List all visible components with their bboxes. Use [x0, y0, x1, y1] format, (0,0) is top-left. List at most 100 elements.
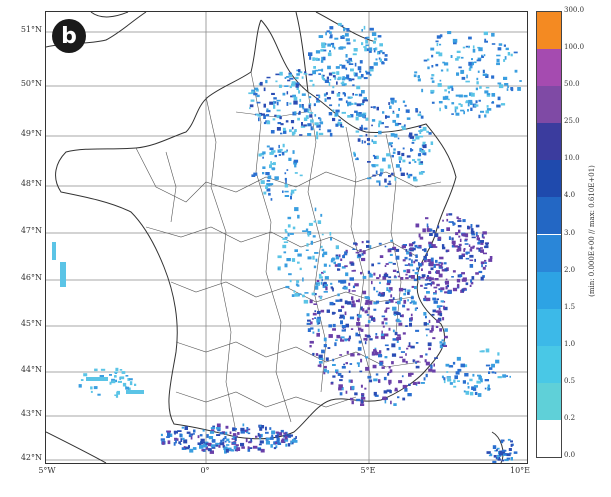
precipitation-cell: [476, 59, 481, 62]
precipitation-cell: [434, 357, 438, 359]
precipitation-cell: [329, 31, 332, 34]
precipitation-cell: [78, 384, 82, 388]
precipitation-cell: [222, 445, 225, 448]
precipitation-cell: [450, 365, 452, 368]
precipitation-cell: [263, 103, 266, 108]
precipitation-cell: [323, 56, 326, 61]
precipitation-cell: [435, 63, 439, 67]
precipitation-cell: [429, 246, 433, 248]
precipitation-cell: [409, 254, 413, 257]
precipitation-cell: [266, 120, 271, 125]
precipitation-cell: [389, 253, 393, 256]
precipitation-cell: [303, 73, 308, 75]
precipitation-cell: [426, 291, 430, 294]
precipitation-cell: [478, 114, 481, 119]
precipitation-cell: [412, 242, 415, 245]
precipitation-cell: [265, 431, 269, 434]
precipitation-cell: [281, 438, 287, 441]
precipitation-cell: [309, 345, 312, 348]
precipitation-cell: [189, 448, 194, 453]
precipitation-cell: [507, 85, 509, 88]
precipitation-cell: [298, 69, 301, 72]
precipitation-cell: [434, 233, 439, 238]
precipitation-cell: [330, 282, 333, 285]
precipitation-cell: [388, 276, 392, 279]
precipitation-cell: [279, 71, 283, 76]
precipitation-cell: [313, 265, 317, 269]
precipitation-cell: [249, 104, 254, 108]
precipitation-cell: [514, 69, 518, 73]
precipitation-cell: [266, 108, 269, 111]
precipitation-cell: [440, 229, 445, 232]
colorbar-tick-label: 300.0: [564, 6, 585, 14]
precipitation-cell: [174, 437, 178, 440]
precipitation-cell: [223, 446, 228, 451]
precipitation-cell: [379, 281, 381, 284]
precipitation-cell: [234, 437, 237, 441]
precipitation-cell: [385, 308, 388, 311]
precipitation-cell: [455, 58, 459, 61]
precipitation-cell: [260, 448, 265, 453]
precipitation-cell: [392, 306, 397, 311]
precipitation-cell: [378, 57, 381, 60]
precipitation-cell: [345, 67, 348, 71]
precipitation-cell: [363, 337, 368, 341]
precipitation-cell: [422, 142, 426, 145]
precipitation-cell: [269, 427, 272, 430]
precipitation-cell: [270, 198, 273, 201]
precipitation-cell: [426, 275, 429, 277]
precipitation-cell: [315, 50, 321, 54]
precipitation-cell: [283, 251, 287, 254]
precipitation-cell: [365, 356, 369, 359]
precipitation-cell: [469, 284, 472, 287]
precipitation-cell: [323, 368, 327, 373]
precipitation-cell: [278, 154, 281, 156]
precipitation-cell: [272, 118, 276, 121]
precipitation-cell: [414, 161, 417, 163]
precipitation-cell: [388, 379, 392, 384]
precipitation-cell: [468, 36, 472, 40]
precipitation-cell: [377, 51, 381, 55]
precipitation-cell: [303, 108, 308, 113]
precipitation-cell: [470, 92, 475, 97]
precipitation-cell: [408, 243, 414, 247]
precipitation-cell: [411, 285, 415, 288]
precipitation-cell: [258, 443, 262, 446]
precipitation-cell: [129, 381, 133, 386]
precipitation-cell: [453, 379, 456, 383]
precipitation-cell: [329, 104, 333, 107]
precipitation-cell: [335, 109, 340, 113]
precipitation-cell: [373, 349, 377, 352]
precipitation-cell: [488, 258, 493, 262]
precipitation-cell: [310, 327, 314, 330]
precipitation-cell: [395, 248, 400, 252]
precipitation-cell: [291, 131, 295, 136]
precipitation-cell: [324, 276, 329, 280]
precipitation-cell: [463, 390, 466, 393]
precipitation-cell: [344, 311, 347, 316]
precipitation-cell: [434, 278, 439, 281]
precipitation-cell: [317, 316, 321, 320]
precipitation-cell: [306, 243, 309, 247]
precipitation-cell: [286, 91, 289, 95]
colorbar-tick-label: 50.0: [564, 80, 580, 89]
precipitation-cell: [318, 273, 322, 277]
precipitation-cell: [329, 79, 332, 81]
precipitation-cell: [423, 59, 428, 62]
precipitation-cell: [496, 457, 499, 460]
precipitation-cell: [441, 342, 444, 346]
precipitation-cell: [352, 53, 357, 56]
precipitation-cell: [428, 368, 433, 372]
precipitation-cell: [319, 357, 324, 360]
precipitation-cell: [373, 319, 376, 322]
precipitation-cell: [484, 262, 487, 264]
precipitation-cell: [467, 382, 469, 385]
precipitation-cell: [346, 74, 350, 79]
precipitation-cell: [297, 293, 302, 295]
precipitation-cell: [182, 437, 185, 440]
precipitation-cell: [445, 278, 448, 281]
precipitation-cell: [397, 334, 401, 337]
precipitation-cell: [442, 317, 445, 321]
precipitation-cell: [324, 284, 328, 287]
precipitation-cell: [280, 123, 284, 126]
